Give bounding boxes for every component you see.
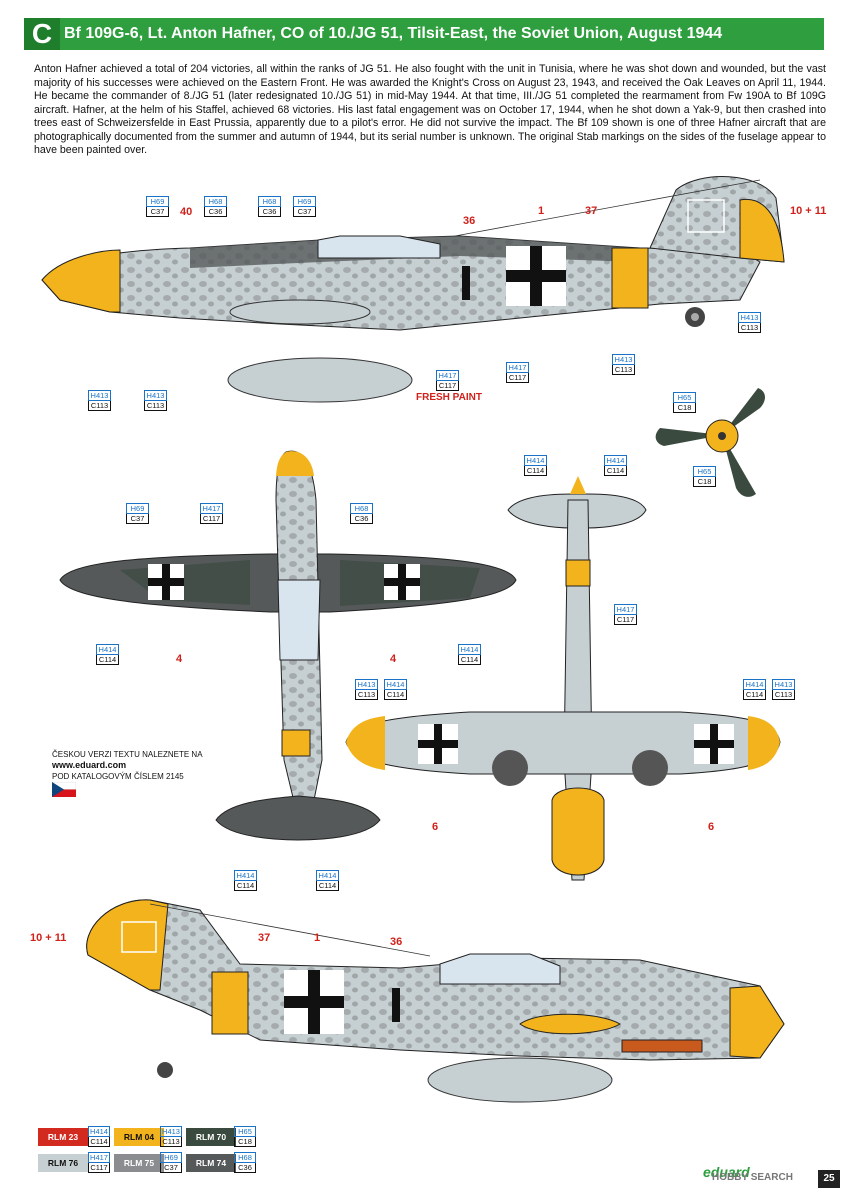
callout-number: 6 xyxy=(432,821,439,833)
side-view-right xyxy=(86,899,785,1103)
side-view-left xyxy=(41,176,785,403)
eduard-logo: eduard xyxy=(703,1164,750,1180)
czech-note-line1: ČESKOU VERZI TEXTU NALEZNETE NA xyxy=(52,750,203,759)
top-view xyxy=(59,450,517,841)
profile-title: Bf 109G-6, Lt. Anton Hafner, CO of 10./J… xyxy=(64,25,723,42)
hobby-search-watermark: HOBBY SEARCH xyxy=(712,1172,793,1183)
callout-number: 10 + 11 xyxy=(30,932,67,944)
czech-flag-icon xyxy=(52,782,76,797)
propeller-front-view xyxy=(655,388,765,497)
callout-number: 36 xyxy=(463,215,476,227)
legend-swatch-rlm04: RLM 04 xyxy=(114,1128,164,1146)
profile-letter: C xyxy=(24,18,60,50)
czech-version-note: ČESKOU VERZI TEXTU NALEZNETE NA www.edua… xyxy=(52,749,203,782)
callout-number: 1 xyxy=(538,205,545,217)
callout-number: 1 xyxy=(314,932,321,944)
eduard-url-link[interactable]: www.eduard.com xyxy=(52,760,127,770)
callout-number: 36 xyxy=(390,936,403,948)
callout-number: 6 xyxy=(708,821,715,833)
description-text: Anton Hafner achieved a total of 204 vic… xyxy=(34,63,826,156)
legend-swatch-rlm75: RLM 75 xyxy=(114,1154,164,1172)
czech-note-line3: POD KATALOGOVÝM ČÍSLEM 2145 xyxy=(52,772,184,781)
legend-swatch-rlm70: RLM 70 xyxy=(186,1128,236,1146)
legend-swatch-rlm74: RLM 74 xyxy=(186,1154,236,1172)
bottom-view xyxy=(345,476,781,881)
header-bar xyxy=(24,18,824,50)
callout-number: 4 xyxy=(176,653,183,665)
page-number: 25 xyxy=(818,1170,840,1188)
legend-swatch-rlm76: RLM 76 xyxy=(38,1154,88,1172)
callout-number: 37 xyxy=(258,932,271,944)
legend-swatch-rlm23: RLM 23 xyxy=(38,1128,88,1146)
callout-number: 4 xyxy=(390,653,397,665)
callout-number: 40 xyxy=(180,206,193,218)
callout-number: 37 xyxy=(585,205,598,217)
fresh-paint-label: FRESH PAINT xyxy=(416,392,482,403)
callout-number: 10 + 11 xyxy=(790,205,827,217)
